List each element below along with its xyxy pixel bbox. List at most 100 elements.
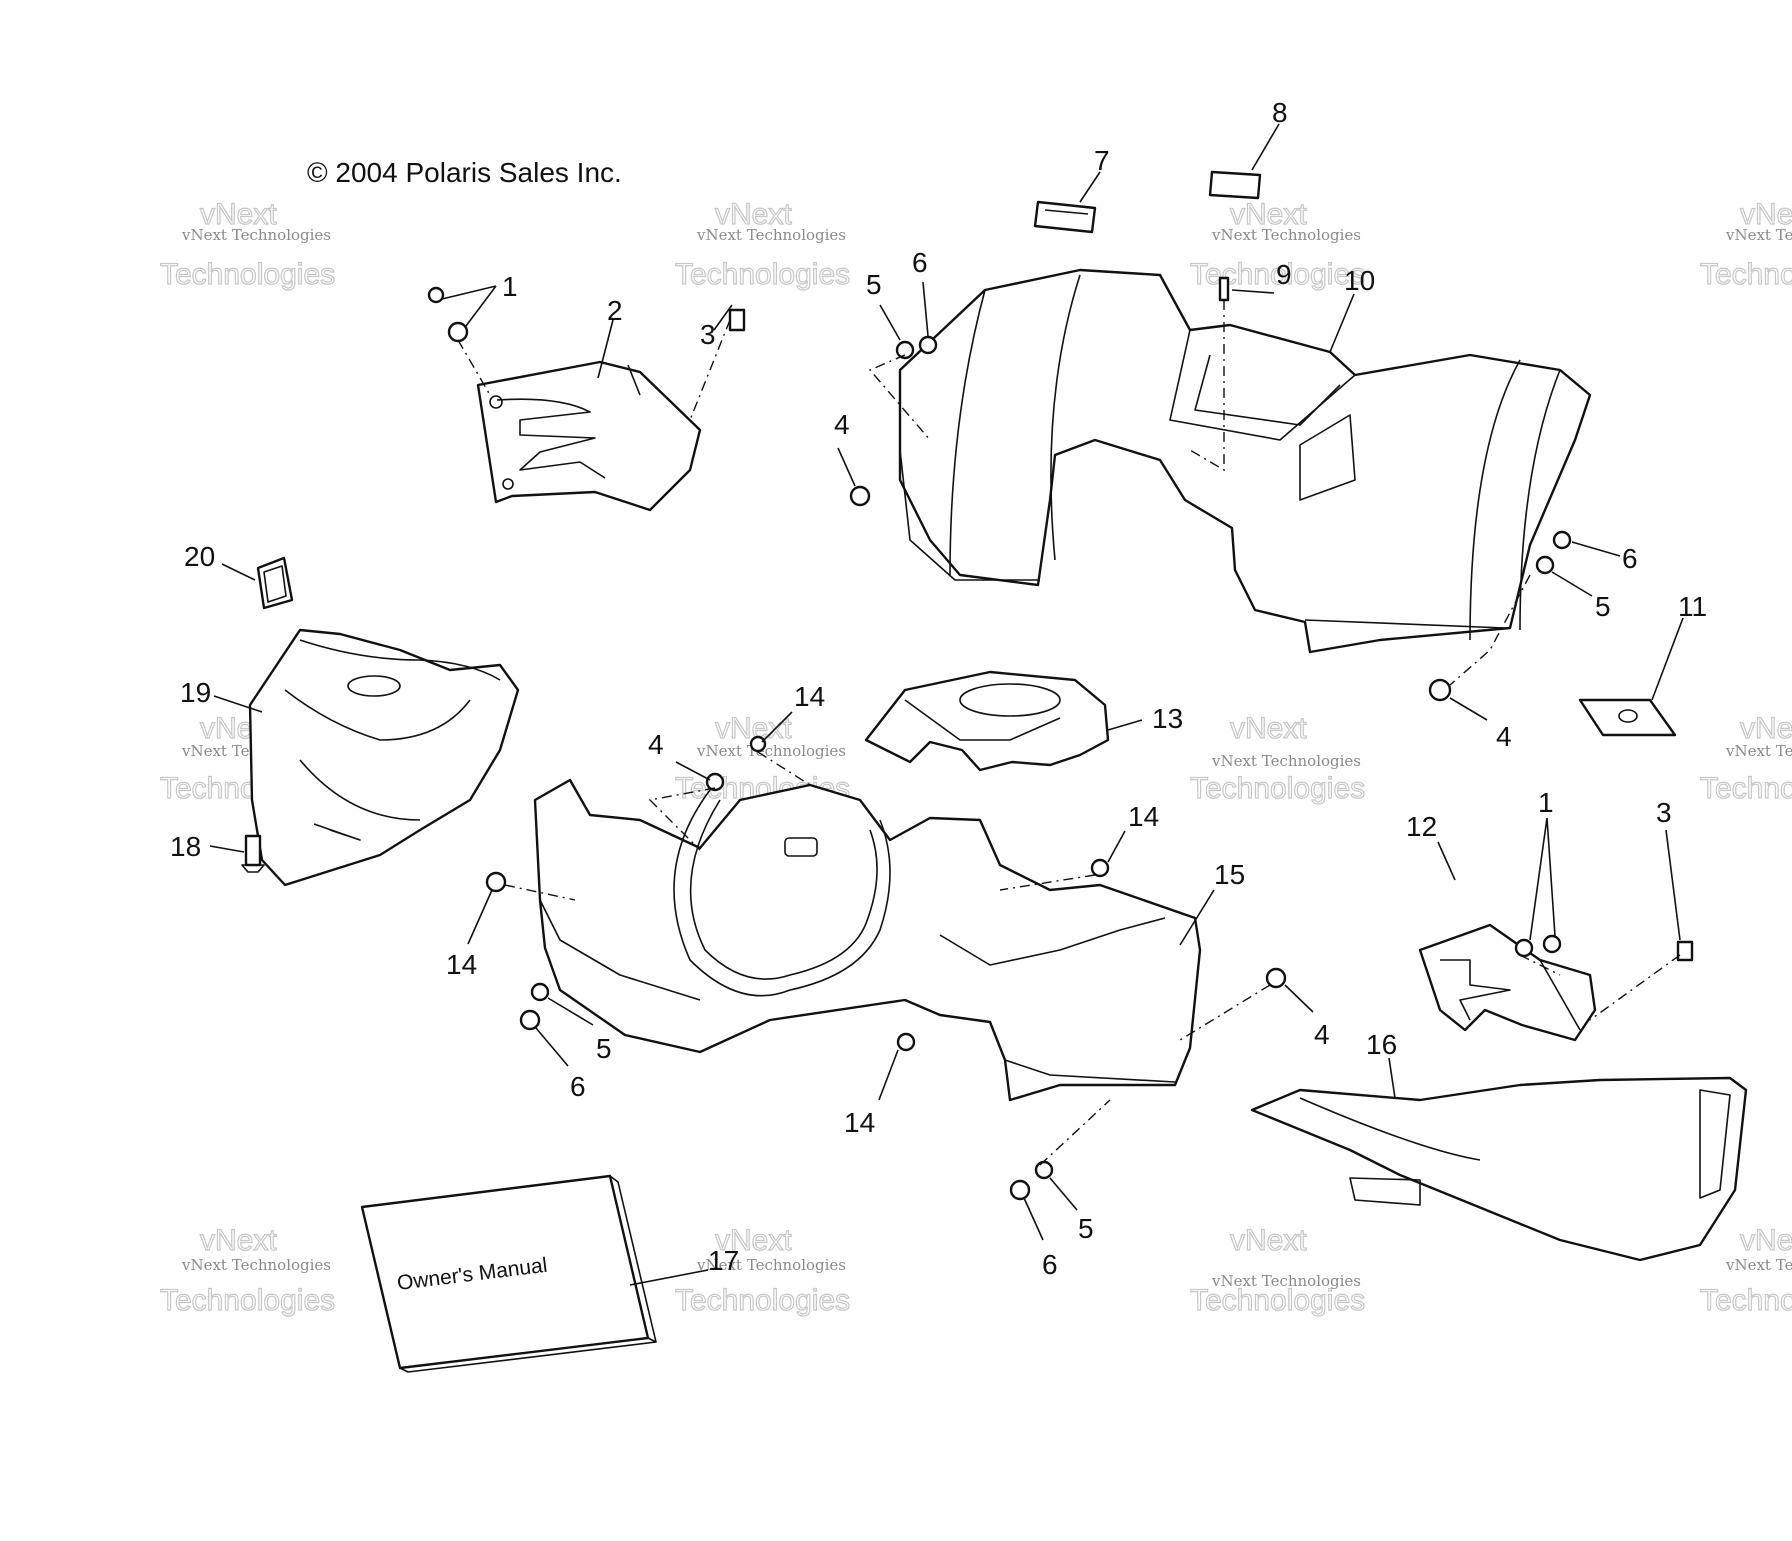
callout-12: 12 — [1406, 811, 1437, 842]
watermark-small: vNext Technologies — [181, 1256, 331, 1274]
watermark-large-bottom: Technologies — [160, 258, 335, 291]
part-18-screw — [241, 834, 265, 873]
watermark: vNext Technologies vNext Technologies — [1189, 197, 1365, 291]
watermark-small: vNext Technologies — [1725, 742, 1792, 760]
part-4-screw — [1428, 678, 1452, 702]
callout-6: 6 — [570, 1071, 586, 1102]
watermark: vNext Technologies vNext Technologies — [674, 197, 850, 291]
watermark-small: vNext Technologies — [696, 226, 846, 244]
callout-2: 2 — [607, 295, 623, 326]
part-2-side-panel — [476, 360, 702, 512]
part-17-owners-manual: Owner's Manual — [360, 1174, 657, 1373]
watermark: vNext Technologies vNext Technologies — [1699, 1223, 1792, 1317]
part-9-pin — [1218, 276, 1230, 302]
callout-8: 8 — [1272, 97, 1288, 128]
watermark-large-top: vNext — [200, 1224, 277, 1257]
part-20-emblem — [256, 556, 294, 610]
part-4-screw — [705, 772, 725, 792]
callout-3: 3 — [1656, 797, 1672, 828]
watermark-small: vNext Technologies — [696, 1256, 846, 1274]
callout-6: 6 — [912, 247, 928, 278]
part-3-screw — [728, 308, 746, 332]
part-19-front-nose-cover — [248, 628, 520, 887]
watermark-small: vNext Technologies — [696, 742, 846, 760]
watermark: vNext Technologies vNext Technologies — [674, 1223, 850, 1317]
part-7-reflector — [1033, 200, 1097, 234]
part-8-reflector — [1208, 170, 1262, 200]
watermark: vNext Technologies vNext Technologies — [1189, 711, 1365, 805]
callout-5: 5 — [596, 1033, 612, 1064]
watermark-small: vNext Technologies — [181, 226, 331, 244]
watermark-large-bottom: Technologies — [1700, 1284, 1792, 1317]
part-6-nut — [918, 335, 938, 355]
callout-10: 10 — [1344, 265, 1375, 296]
watermark-small: vNext Technologies — [1725, 1256, 1792, 1274]
callout-1: 1 — [1538, 787, 1554, 818]
part-16-seat — [1250, 1076, 1748, 1262]
fasteners — [427, 286, 1694, 1201]
callout-15: 15 — [1214, 859, 1245, 890]
watermark-large-top: vNext — [1230, 198, 1307, 231]
watermark-large-top: vNext — [715, 198, 792, 231]
watermark-large-top: vNext — [715, 1224, 792, 1257]
part-1-fastener — [1542, 934, 1562, 954]
callout-13: 13 — [1152, 703, 1183, 734]
part-5-washer — [1535, 555, 1555, 575]
part-14-screw — [1090, 858, 1110, 878]
watermarks: vNext Technologies vNext Technologies vN… — [159, 197, 1792, 1317]
callout-17: 17 — [708, 1245, 739, 1276]
callout-5: 5 — [1595, 591, 1611, 622]
part-15-front-cab — [533, 778, 1202, 1102]
callout-20: 20 — [184, 541, 215, 572]
watermark-large-top: vNext — [1230, 712, 1307, 745]
callout-6: 6 — [1042, 1249, 1058, 1280]
part-14-screw — [749, 735, 767, 753]
watermark-small: vNext Technologies — [1725, 226, 1792, 244]
part-3-screw — [1676, 940, 1694, 962]
callout-14: 14 — [844, 1107, 875, 1138]
watermark-small: vNext Technologies — [1211, 226, 1361, 244]
watermark-large-top: vNext — [1740, 712, 1792, 745]
callout-3: 3 — [700, 319, 716, 350]
callout-4: 4 — [1314, 1019, 1330, 1050]
copyright-notice: © 2004 Polaris Sales Inc. — [307, 157, 622, 188]
part-11-decal — [1578, 698, 1677, 737]
callout-4: 4 — [648, 729, 664, 760]
part-5-washer — [530, 982, 550, 1002]
callout-14: 14 — [794, 681, 825, 712]
watermark-small: vNext Technologies — [1211, 752, 1361, 770]
part-4-screw — [849, 485, 871, 507]
watermark: vNext Technologies vNext Technologies — [159, 197, 335, 291]
callout-4: 4 — [834, 409, 850, 440]
callout-14: 14 — [446, 949, 477, 980]
part-14-screw — [896, 1032, 916, 1052]
watermark-large-bottom: Technologies — [1700, 772, 1792, 805]
part-14-screw — [485, 871, 507, 893]
watermark-large-top: vNext — [1740, 198, 1792, 231]
watermark: vNext Technologies vNext Technologies — [1189, 1223, 1365, 1317]
callout-16: 16 — [1366, 1029, 1397, 1060]
callout-4: 4 — [1496, 721, 1512, 752]
part-13-tank-cover — [864, 670, 1110, 772]
watermark: vNext Technologies vNext Technologies — [1699, 197, 1792, 291]
callout-6: 6 — [1622, 543, 1638, 574]
part-4-screw — [1265, 967, 1287, 989]
part-1-fastener — [1514, 938, 1534, 958]
part-6-nut — [1552, 530, 1572, 550]
callout-5: 5 — [866, 269, 882, 300]
watermark-large-bottom: Technologies — [675, 258, 850, 291]
part-1-fastener — [447, 321, 469, 343]
watermark-large-bottom: Technologies — [1190, 772, 1365, 805]
watermark: vNext Technologies vNext Technologies — [1699, 711, 1792, 805]
part-5-washer — [895, 340, 915, 360]
callout-14: 14 — [1128, 801, 1159, 832]
watermark-large-top: vNext — [200, 198, 277, 231]
watermark-large-bottom: Technologies — [1700, 258, 1792, 291]
watermark-large-top: vNext — [1740, 1224, 1792, 1257]
part-5-washer — [1034, 1160, 1054, 1180]
part-10-rear-cab — [898, 268, 1592, 654]
leader-lines — [209, 123, 1684, 1286]
watermark-large-bottom: Technologies — [1190, 258, 1365, 291]
